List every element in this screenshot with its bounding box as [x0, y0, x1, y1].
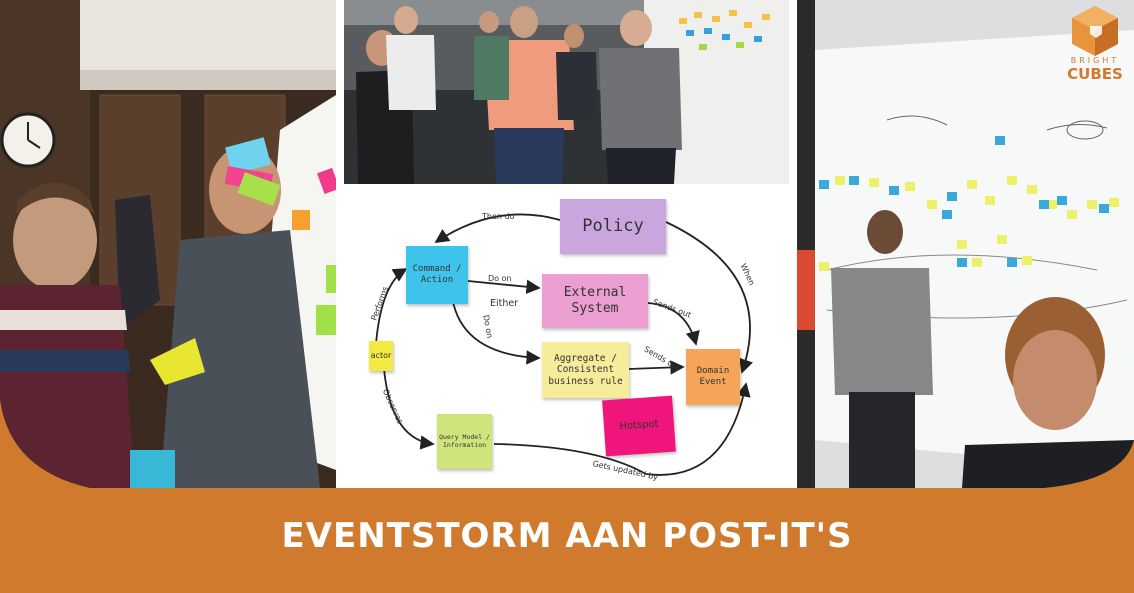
hotspot-label: Hotspot — [619, 418, 659, 433]
logo-word-cubes: CUBES — [1067, 65, 1123, 83]
photo-left-illustration — [0, 0, 336, 488]
domain-event-note: Domain Event — [686, 349, 740, 405]
query-model-label: Query Model / Information — [439, 432, 490, 449]
command-note: Command / Action — [406, 246, 468, 304]
external-system-label: External System — [563, 285, 627, 316]
workshop-photo-right — [797, 0, 1134, 488]
workshop-photo-top — [344, 0, 789, 184]
policy-note: Policy — [560, 199, 666, 254]
domain-event-label: Domain Event — [696, 366, 730, 387]
command-label: Command / Action — [412, 264, 462, 285]
bright-cubes-logo: BRIGHT CUBES — [1062, 4, 1128, 84]
banner-left-curve — [0, 400, 90, 488]
event-storming-diagram: Policy Command / Action External System … — [336, 184, 796, 488]
title-banner — [0, 488, 1134, 593]
actor-note: actor — [369, 341, 393, 371]
query-model-note: Query Model / Information — [437, 414, 492, 469]
actor-label: actor — [370, 351, 392, 361]
photo-right-illustration — [797, 0, 1134, 488]
banner-right-curve — [1044, 440, 1134, 488]
aggregate-note: Aggregate / Consistent business rule — [542, 342, 629, 398]
aggregate-label: Aggregate / Consistent business rule — [548, 352, 623, 387]
page-title: EVENTSTORM AAN POST-IT'S — [281, 516, 853, 556]
edge-label-then-do: Then do — [482, 212, 515, 221]
external-system-note: External System — [542, 274, 648, 328]
cube-icon — [1072, 6, 1118, 56]
edge-label-do-on-1: Do on — [488, 274, 512, 283]
edge-label-either: Either — [490, 298, 519, 309]
logo-word-bright: BRIGHT — [1070, 56, 1120, 65]
hotspot-note: Hotspot — [602, 395, 676, 457]
policy-label: Policy — [582, 216, 644, 237]
workshop-photo-left — [0, 0, 336, 488]
photo-top-illustration — [344, 0, 789, 184]
